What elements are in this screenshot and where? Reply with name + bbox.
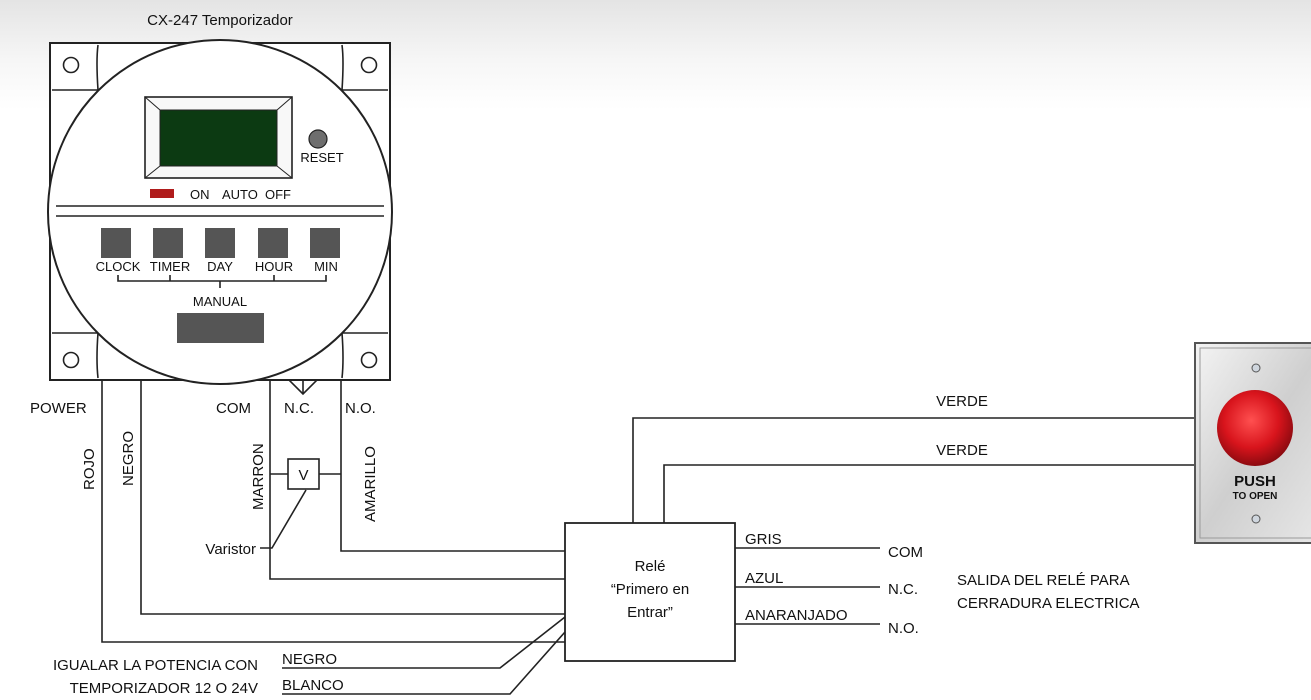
relay-title-line3: Entrar”	[627, 604, 673, 621]
wire-power-blanco	[282, 631, 566, 695]
com-terminal-label: COM	[216, 400, 251, 417]
nc-terminal-label: N.C.	[284, 400, 314, 417]
relay-title-line1: Relé	[635, 558, 666, 575]
push-label: PUSH	[1234, 473, 1276, 490]
verde-wire-label-2: VERDE	[936, 442, 988, 459]
relay-no-label: N.O.	[888, 620, 919, 637]
varistor-label: Varistor	[205, 541, 256, 558]
relay-box	[564, 522, 736, 662]
anaranjado-wire-label: ANARANJADO	[745, 607, 848, 624]
manual-button[interactable]	[177, 313, 264, 343]
manual-label: MANUAL	[193, 294, 247, 309]
marron-wire-label: MARRON	[250, 443, 267, 510]
timer-dial	[47, 39, 393, 385]
wire-power-negro	[282, 616, 566, 669]
wire-verde-1	[632, 417, 1195, 523]
wire-negro	[140, 380, 565, 615]
push-sublabel: TO OPEN	[1233, 491, 1278, 502]
plate-screw-top	[1251, 363, 1261, 373]
push-button-plate-inner	[1199, 347, 1311, 539]
mode-label-off: OFF	[265, 187, 291, 202]
timer-key-label: TIMER	[150, 259, 190, 274]
bezel-edge-tl	[144, 96, 161, 111]
hour-key[interactable]	[258, 228, 288, 258]
lcd-display	[159, 109, 278, 167]
bezel-edge-br	[276, 165, 293, 179]
hour-key-label: HOUR	[255, 259, 293, 274]
timer-key[interactable]	[153, 228, 183, 258]
verde-wire-label-1: VERDE	[936, 393, 988, 410]
wire-nc-bridge	[288, 379, 318, 396]
reset-button[interactable]	[308, 129, 328, 149]
gris-wire-label: GRIS	[745, 531, 782, 548]
push-button[interactable]	[1217, 390, 1293, 466]
no-terminal-label: N.O.	[345, 400, 376, 417]
key-bracket	[117, 275, 327, 288]
wire-verde-2	[663, 464, 1195, 523]
min-key-label: MIN	[314, 259, 338, 274]
wire-rojo	[101, 380, 565, 643]
output-note-line2: CERRADURA ELECTRICA	[957, 595, 1140, 612]
timer-title: CX-247 Temporizador	[147, 12, 293, 29]
mode-label-on: ON	[190, 187, 210, 202]
varistor-symbol: V	[298, 467, 308, 484]
relay-nc-label: N.C.	[888, 581, 918, 598]
varistor-pointer	[260, 489, 307, 549]
day-key[interactable]	[205, 228, 235, 258]
azul-wire-label: AZUL	[745, 570, 783, 587]
power-negro-label: NEGRO	[282, 651, 337, 668]
power-note-line1: IGUALAR LA POTENCIA CON	[53, 657, 258, 674]
plate-screw-bottom	[1251, 514, 1261, 524]
bezel-edge-tr	[276, 96, 293, 111]
power-note-line2: TEMPORIZADOR 12 O 24V	[70, 680, 258, 697]
day-key-label: DAY	[207, 259, 233, 274]
bezel-edge-bl	[144, 165, 161, 179]
negro-wire-label: NEGRO	[120, 431, 137, 486]
relay-title-line2: “Primero en	[611, 581, 689, 598]
amarillo-wire-label: AMARILLO	[362, 446, 379, 522]
clock-key[interactable]	[101, 228, 131, 258]
relay-com-label: COM	[888, 544, 923, 561]
power-terminal-label: POWER	[30, 400, 87, 417]
wire-amarillo	[340, 380, 565, 552]
output-note-line1: SALIDA DEL RELÉ PARA	[957, 572, 1130, 589]
mode-label-auto: AUTO	[222, 187, 258, 202]
screw-hole-br	[360, 351, 378, 369]
rojo-wire-label: ROJO	[81, 448, 98, 490]
screw-hole-tl	[62, 56, 80, 74]
screw-hole-bl	[62, 351, 80, 369]
status-led	[150, 189, 174, 198]
screw-hole-tr	[360, 56, 378, 74]
wire-marron	[269, 380, 565, 580]
reset-label: RESET	[300, 150, 343, 165]
varistor-body	[287, 458, 320, 490]
clock-key-label: CLOCK	[96, 259, 141, 274]
min-key[interactable]	[310, 228, 340, 258]
power-blanco-label: BLANCO	[282, 677, 344, 694]
